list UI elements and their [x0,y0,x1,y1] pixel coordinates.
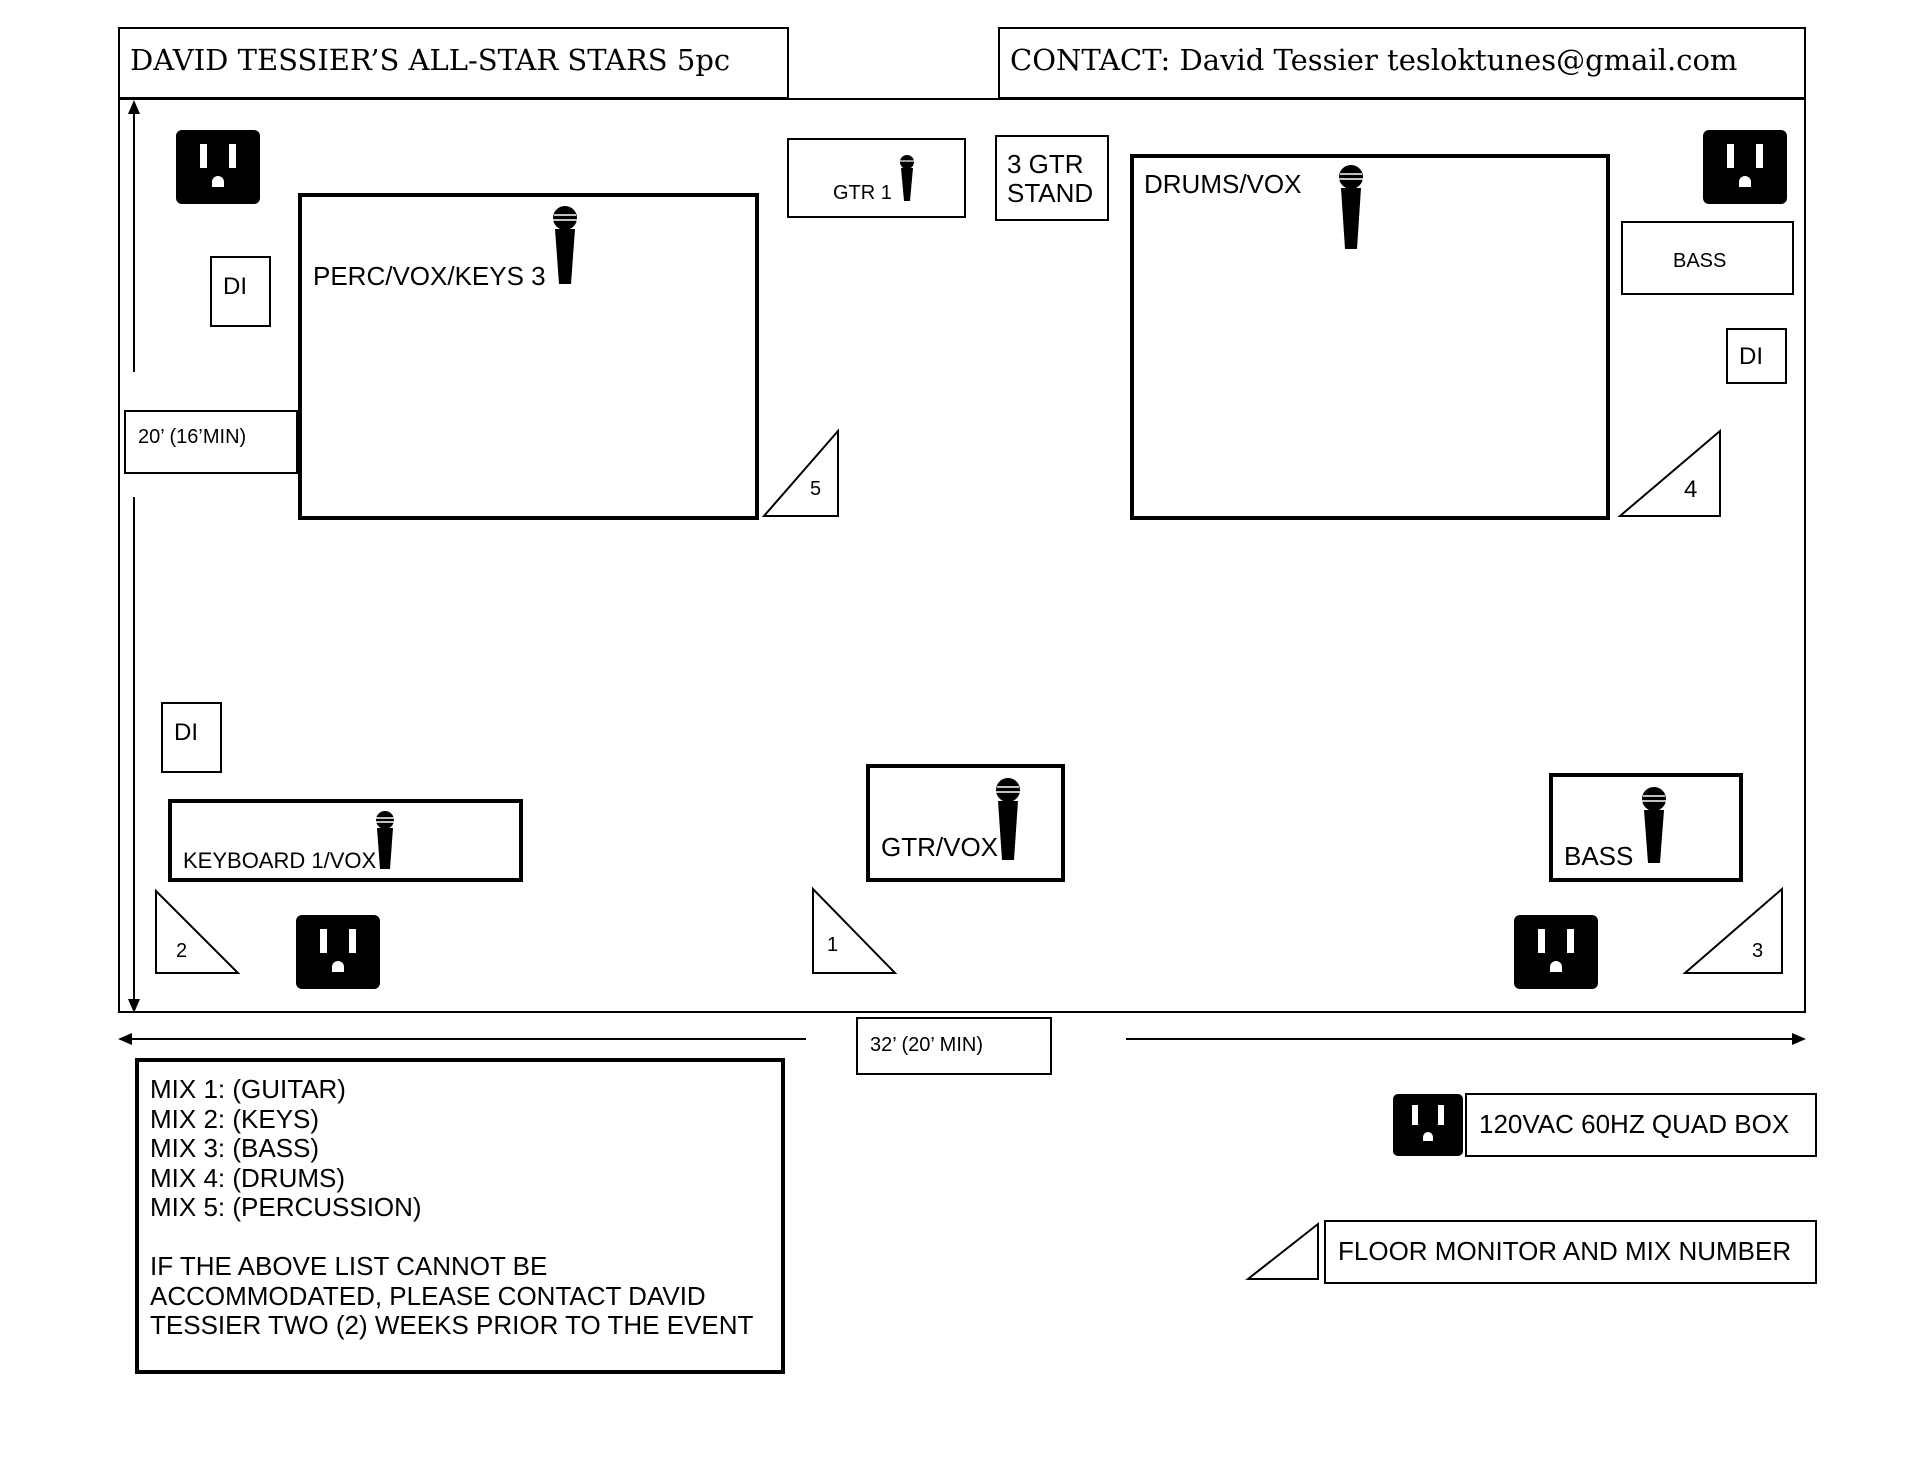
perc-riser: PERC/VOX/KEYS 3 [298,193,759,520]
band-title: DAVID TESSIER’S ALL-STAR STARS 5pc [130,43,731,77]
mix-line: MIX 2: (KEYS) [150,1103,320,1134]
mix-note-line: TESSIER TWO (2) WEEKS PRIOR TO THE EVENT [150,1310,754,1340]
stage-depth-box: 20’ (16’MIN) [124,410,298,474]
keyboard-label: KEYBOARD 1/VOX [183,848,377,873]
drum-riser: DRUMS/VOX [1130,154,1610,520]
floor-monitor-wedge-icon [1682,886,1783,974]
di-box-left-bottom: DI [161,702,222,773]
monitor-number: 3 [1752,940,1764,962]
gtr-stand-line1: 3 GTR [1007,149,1084,179]
mix-line: MIX 1: (GUITAR) [150,1074,346,1104]
legend-outlet-label: 120VAC 60HZ QUAD BOX [1479,1109,1790,1139]
power-outlet-icon [1703,130,1787,204]
keyboard-position: KEYBOARD 1/VOX [168,799,523,882]
floor-monitor-wedge-icon [155,888,241,974]
microphone-icon [996,778,1020,860]
bass-amp-box: BASS [1621,221,1794,295]
arrow-down-icon [128,999,140,1013]
legend-outlet-box: 120VAC 60HZ QUAD BOX [1465,1093,1817,1157]
di-box-right: DI [1726,328,1787,384]
gtr-stand-line2: STAND [1007,178,1094,208]
mix-line: MIX 3: (BASS) [150,1133,320,1163]
stage-width-label: 32’ (20’ MIN) [870,1034,983,1056]
floor-monitor-wedge-icon [1617,428,1721,517]
arrow-up-icon [128,100,140,114]
bass-amp-label: BASS [1673,250,1727,272]
gtr-stand-box: 3 GTR STAND [995,135,1109,221]
arrow-right-icon [1792,1033,1806,1045]
di-label: DI [174,719,198,746]
monitor-number: 5 [810,478,822,500]
gtr1-position: GTR 1 [787,138,966,218]
microphone-icon [1642,787,1666,863]
monitor-number: 1 [827,934,839,956]
mix-line: MIX 5: (PERCUSSION) [150,1192,422,1222]
floor-monitor-wedge-icon [812,886,898,974]
mix-note-line: ACCOMMODATED, PLEASE CONTACT DAVID [150,1280,706,1311]
gtr-vox-position: GTR/VOX [866,764,1065,882]
stage-width-box: 32’ (20’ MIN) [856,1017,1052,1075]
di-label: DI [1739,343,1763,370]
perc-riser-label: PERC/VOX/KEYS 3 [313,261,546,291]
mix-note-line: IF THE ABOVE LIST CANNOT BE [150,1251,548,1281]
mix-line: MIX 4: (DRUMS) [150,1162,345,1193]
di-label: DI [223,273,247,300]
gtr1-label: GTR 1 [833,182,892,204]
mix-list-box: MIX 1: (GUITAR) MIX 2: (KEYS) MIX 3: (BA… [135,1058,785,1374]
microphone-icon [900,155,914,201]
stage-area [118,98,1806,1013]
power-outlet-icon [1393,1094,1463,1156]
floor-monitor-wedge-icon [1245,1221,1319,1280]
floor-monitor-wedge-icon [761,428,839,517]
bass-label: BASS [1564,841,1634,871]
power-outlet-icon [296,915,380,989]
microphone-icon [376,811,394,869]
microphone-icon [553,206,577,284]
arrow-left-icon [118,1033,132,1045]
gtr-vox-label: GTR/VOX [881,832,999,862]
di-box-left-top: DI [210,256,271,327]
band-title-box: DAVID TESSIER’S ALL-STAR STARS 5pc [118,27,789,99]
drum-riser-label: DRUMS/VOX [1144,169,1302,199]
stage-depth-label: 20’ (16’MIN) [138,426,247,448]
legend-monitor-box: FLOOR MONITOR AND MIX NUMBER [1324,1220,1817,1284]
contact-info: CONTACT: David Tessier tesloktunes@gmail… [1010,43,1738,77]
legend-monitor-label: FLOOR MONITOR AND MIX NUMBER [1338,1236,1792,1266]
power-outlet-icon [176,130,260,204]
monitor-number: 2 [176,940,188,962]
microphone-icon [1339,165,1363,249]
power-outlet-icon [1514,915,1598,989]
monitor-number: 4 [1684,476,1698,503]
